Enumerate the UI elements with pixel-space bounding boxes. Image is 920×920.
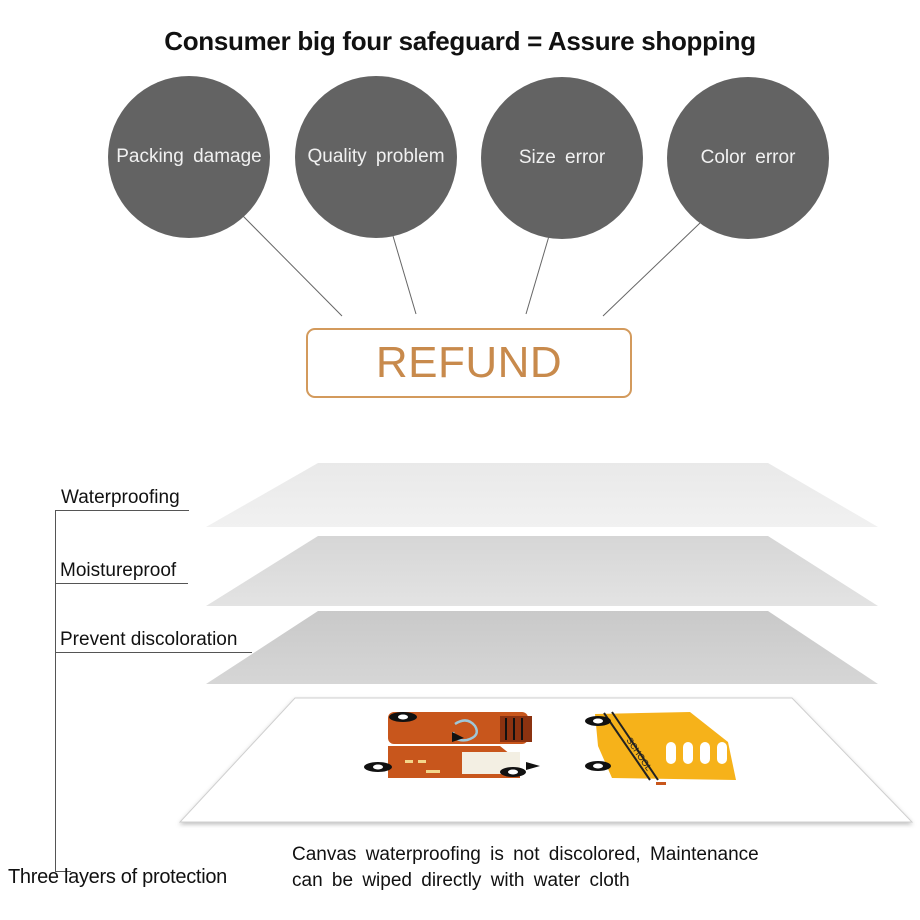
page-title: Consumer big four safeguard = Assure sho… xyxy=(164,26,756,56)
moistureproof-layer xyxy=(206,536,878,606)
label-underline xyxy=(55,583,188,584)
caption-line-1: Canvas waterproofing is not discolored, … xyxy=(292,844,759,865)
circle-label: Color error xyxy=(700,147,796,168)
caption-line-2: can be wiped directly with water cloth xyxy=(292,870,630,891)
discoloration-layer xyxy=(206,611,878,684)
label-underline xyxy=(55,510,189,511)
refund-label: REFUND xyxy=(375,338,563,387)
connector-line xyxy=(392,235,417,315)
circle-label: Quality problem xyxy=(307,146,445,167)
bracket-foot xyxy=(55,871,71,872)
layer-label-prevent-discoloration: Prevent discoloration xyxy=(60,629,238,650)
refund-box: REFUND xyxy=(306,328,632,398)
circle-size-error: Size error xyxy=(481,77,643,239)
connector-line xyxy=(242,215,343,317)
truck-illustration xyxy=(364,712,540,778)
connector-line xyxy=(525,235,550,315)
circle-color-error: Color error xyxy=(667,77,829,239)
connector-line xyxy=(602,222,701,317)
circle-packing-damage: Packing damage xyxy=(108,76,270,238)
caption: Canvas waterproofing is not discolored, … xyxy=(292,842,759,894)
school-bus-illustration: SCHOOL xyxy=(585,711,736,785)
circle-label: Size error xyxy=(518,147,606,168)
layer-label-waterproofing: Waterproofing xyxy=(61,487,180,508)
bracket-line xyxy=(55,510,56,872)
three-layers-label: Three layers of protection xyxy=(8,866,227,888)
waterproofing-layer xyxy=(206,463,878,527)
canvas-print xyxy=(178,697,914,823)
circle-quality-problem: Quality problem xyxy=(295,76,457,238)
label-underline xyxy=(55,652,252,653)
circle-label: Packing damage xyxy=(116,146,262,167)
layer-label-moistureproof: Moistureproof xyxy=(60,560,177,581)
